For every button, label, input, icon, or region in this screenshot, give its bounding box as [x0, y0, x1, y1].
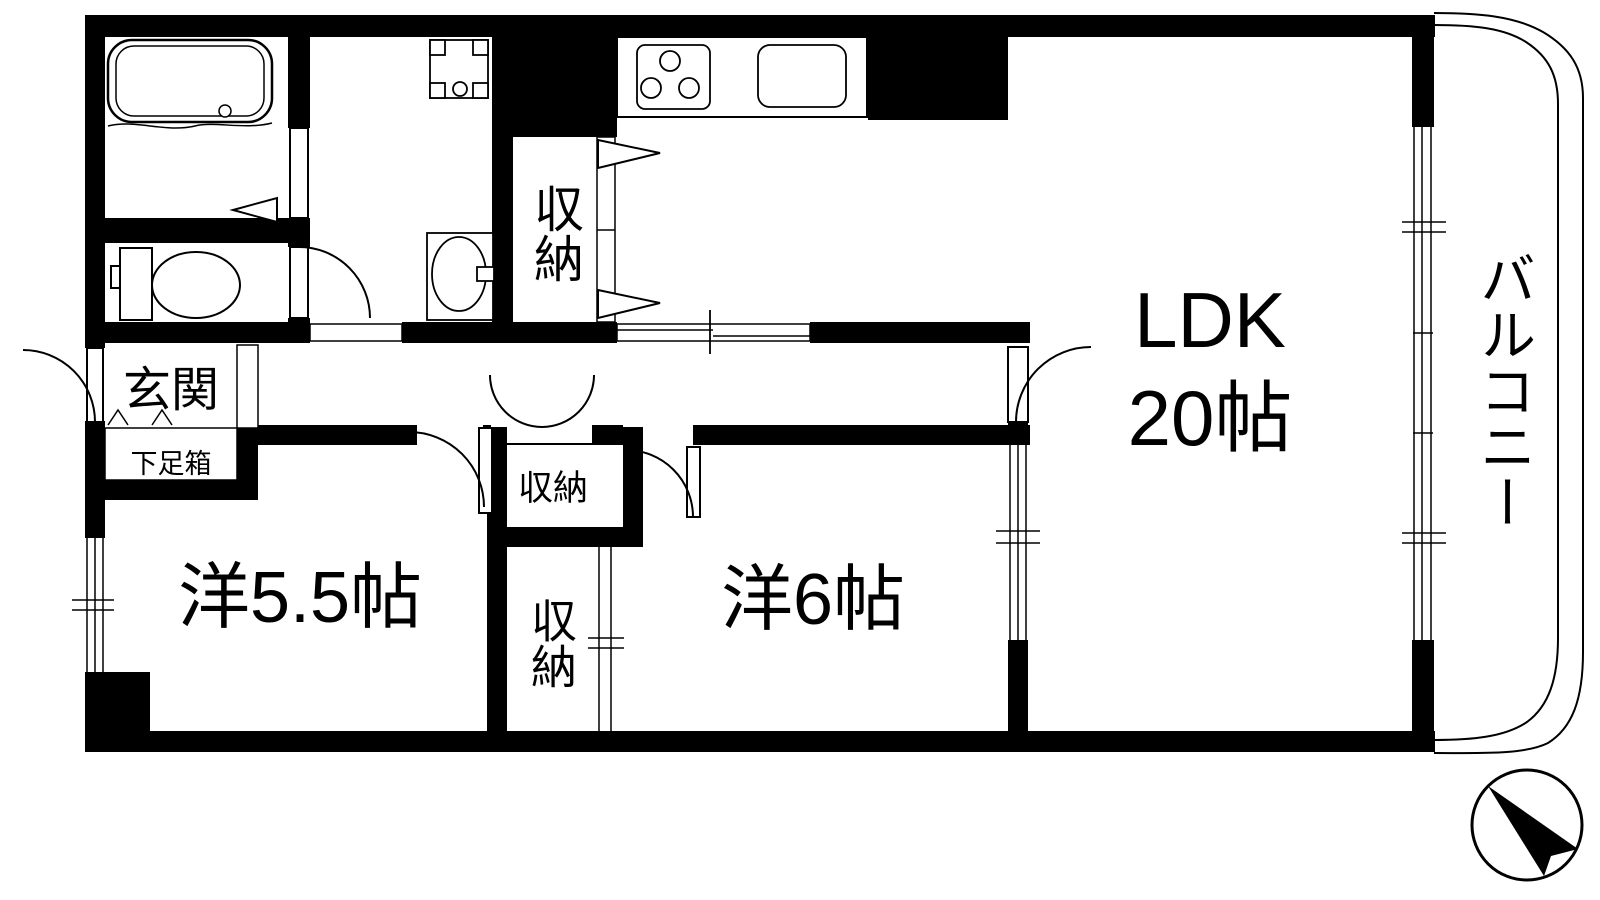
hall-storage-doors — [489, 374, 595, 445]
ldk-door — [1007, 346, 1092, 423]
toilet-door — [289, 246, 371, 319]
washer-pan-icon — [429, 39, 489, 99]
toilet-icon — [110, 247, 241, 321]
washbasin-icon — [426, 232, 495, 321]
stove-icon — [636, 44, 711, 110]
bathtub-icon — [106, 38, 274, 129]
walls — [85, 15, 1435, 752]
kitchen-sliding-door — [616, 310, 811, 354]
room-label-balcony: バルコニー — [1472, 250, 1536, 530]
room-label-western-5-5: 洋5.5帖 — [177, 558, 423, 638]
window-west — [72, 538, 114, 672]
label-storage-bedroom: 収納 — [525, 597, 577, 689]
room-label-western-6: 洋6帖 — [720, 560, 906, 640]
bathroom-door — [229, 127, 309, 224]
window-room6-ldk — [996, 445, 1040, 640]
western-room-55-door — [408, 427, 493, 514]
entrance-door — [22, 347, 104, 423]
window-east-balcony — [1402, 127, 1446, 640]
entrance-step — [104, 344, 259, 481]
kitchen-storage-door — [596, 136, 661, 323]
label-storage-hall: 収納 — [517, 469, 588, 508]
label-storage-kitchen: 収納 — [527, 183, 583, 283]
room-label-entrance: 玄関 — [122, 364, 219, 417]
compass-icon — [1470, 768, 1584, 882]
balcony-railing — [1433, 12, 1584, 755]
western-room-6-door — [625, 446, 701, 518]
sink-icon — [757, 44, 847, 108]
washroom-opening — [309, 323, 403, 342]
label-shoe-box: 下足箱 — [130, 449, 212, 479]
bedroom-storage-sliding-door — [588, 547, 624, 731]
